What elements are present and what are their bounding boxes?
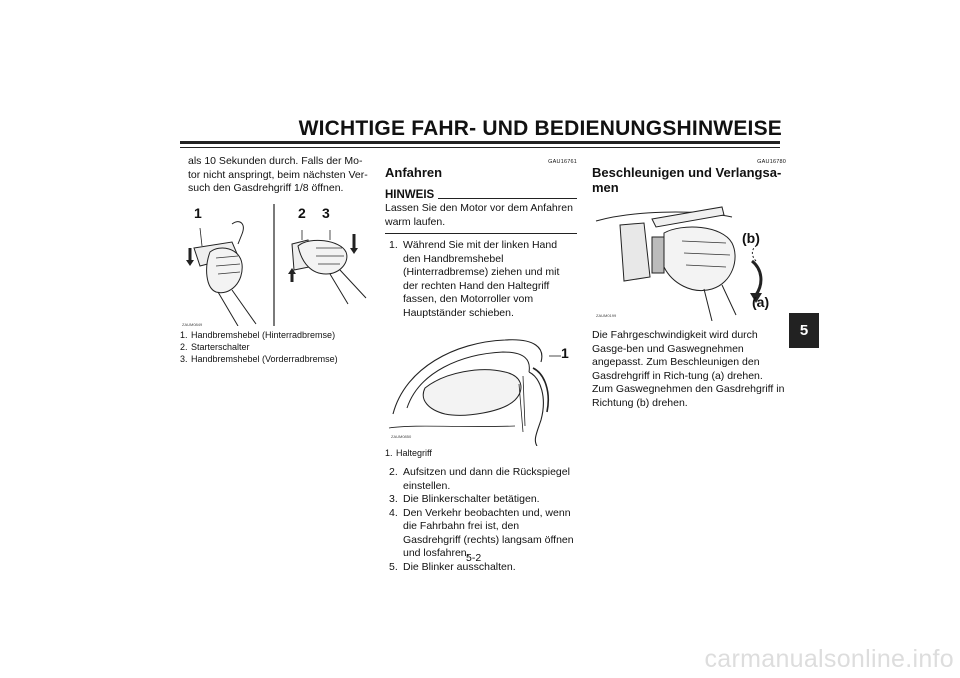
section-heading: Beschleunigen und Verlangsa-men [592,165,782,195]
figure-label-2: 2 [298,204,306,221]
figure-label-3: 3 [322,204,330,221]
figure-throttle: (b) (a) ZAUM0199 [592,203,786,322]
figure-code: ZAUM0850 [391,434,412,439]
section-text: Die Fahrgeschwindigkeit wird durch Gasge… [592,329,785,409]
section-heading: Anfahren [385,165,443,180]
section-code: GAU16761 [548,159,577,165]
figure-label-1: 1 [194,204,202,221]
intro-text: als 10 Sekunden durch. Falls der Mo-tor … [188,155,368,194]
caption-item: 1.Haltegriff [385,448,432,458]
list-item: 3.Die Blinkerschalter betätigen. [389,493,540,505]
figure-caption: 1.Haltegriff [385,447,577,459]
grab-handle-illustration [388,339,561,447]
column-3: GAU16780 Beschleunigen und Verlangsa-men… [592,155,786,410]
throttle-illustration [595,206,763,322]
figure-code: ZAUM0849 [182,321,203,327]
handlebar-start-illustration [186,203,367,326]
caption-item: 1.Handbremshebel (Hinterradbremse) [180,329,336,340]
list-item: 2.Aufsitzen und dann die Rückspiegel ein… [389,466,570,492]
caption-item: 3.Handbremshebel (Vorderradbremse) [180,353,338,364]
header-rule-thin [180,147,780,148]
figure-handlebar-start: 1 2 3 ZAUM0849 [180,203,370,327]
note-header: HINWEIS [385,188,577,202]
chapter-tab[interactable]: 5 [789,313,819,348]
note-label: HINWEIS [385,189,435,201]
list-item: 5.Die Blinker ausschalten. [389,560,516,573]
caption-item: 2.Starterschalter [180,341,250,352]
figure-grab-handle: 1 ZAUM0850 [385,328,577,447]
column-2: GAU16761 Anfahren HINWEIS Lassen Sie den… [385,155,577,574]
header-rule [180,141,780,144]
figure-label-b: (b) [742,230,760,246]
step-list-1: 1.Während Sie mit der linken Hand den Ha… [385,239,577,320]
page-number: 5-2 [466,552,482,564]
list-item: 1.Während Sie mit der linken Hand den Ha… [389,239,560,319]
note-text: Lassen Sie den Motor vor dem Anfahren wa… [385,202,573,228]
note-end-rule [385,233,577,234]
section-code: GAU16780 [757,159,786,165]
note-rule [438,198,577,199]
figure-label-a: (a) [752,294,770,310]
column-1: als 10 Sekunden durch. Falls der Mo-tor … [180,155,370,365]
step-list-2: 2.Aufsitzen und dann die Rückspiegel ein… [385,466,577,574]
figure-captions: 1.Handbremshebel (Hinterradbremse) 2.Sta… [180,329,370,365]
list-item: 4.Den Verkehr beobachten und, wenn die F… [389,506,574,560]
figure-code: ZAUM0199 [596,313,617,318]
watermark: carmanualsonline.info [704,645,954,673]
page-header-title: WICHTIGE FAHR- UND BEDIENUNGSHINWEISE [298,117,782,140]
figure-label-1: 1 [561,345,569,361]
